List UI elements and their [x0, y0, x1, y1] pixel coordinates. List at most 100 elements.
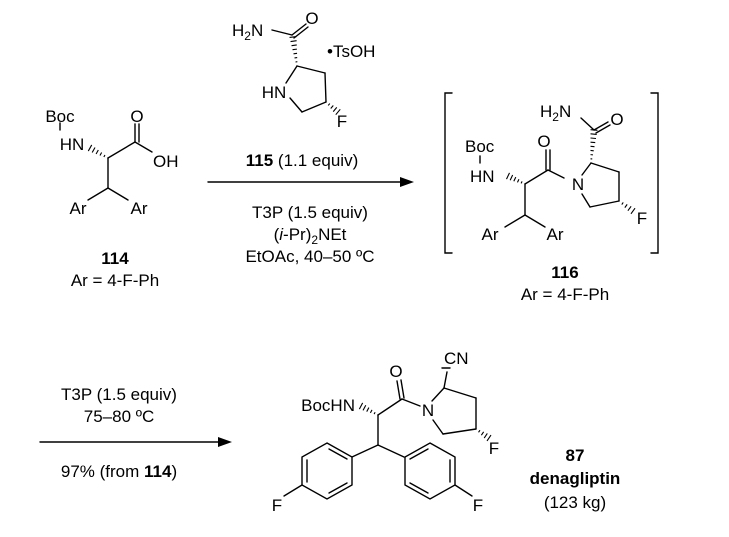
hashed-wedge-bond: [87, 144, 106, 158]
atom-label: F: [272, 496, 282, 515]
atom-label: Ar: [131, 199, 148, 218]
hash-stroke: [506, 172, 510, 180]
bond: [324, 72, 327, 103]
bond: [524, 214, 546, 228]
atom-label: CN: [444, 349, 469, 368]
bond: [87, 187, 109, 201]
hash-stroke: [358, 402, 364, 410]
hashed-wedge-bond: [358, 402, 376, 415]
atom-label: HN: [60, 135, 85, 154]
bond: [291, 23, 307, 36]
reagent-label: 115 (1.1 equiv): [246, 151, 358, 170]
condition-line: T3P (1.5 equiv): [61, 385, 177, 404]
hash-stroke: [478, 429, 481, 433]
bond: [581, 162, 592, 176]
atom-label: H2N: [232, 21, 263, 43]
product-87-denagliptin: BocHN O N CN F F F 87 denagl: [272, 349, 621, 515]
bond: [377, 398, 403, 416]
bond: [589, 200, 620, 208]
compound-number: 114: [101, 249, 129, 268]
hash-stroke: [327, 103, 331, 106]
hash-stroke: [95, 149, 99, 155]
hash-stroke: [624, 204, 628, 208]
hashed-wedge-bond: [590, 129, 598, 160]
atom-label: H2N: [540, 102, 571, 124]
hash-stroke: [621, 202, 624, 205]
bond: [401, 398, 421, 407]
bond: [107, 141, 136, 159]
atom-label: Boc: [45, 107, 75, 126]
hashed-wedge-bond: [327, 103, 341, 116]
compound-number: 116: [551, 263, 578, 282]
hash-stroke: [520, 181, 523, 184]
fluorophenyl-ring-left: [301, 442, 353, 500]
hash-stroke: [91, 147, 96, 153]
hash-stroke: [99, 152, 103, 156]
bond: [504, 214, 526, 228]
hash-stroke: [332, 107, 338, 112]
yield-label: 97% (from 114): [61, 462, 177, 481]
atom-label: O: [305, 9, 318, 28]
right-bracket: [650, 92, 659, 254]
bond: [283, 484, 303, 497]
bond: [443, 371, 448, 389]
atom-label: F: [337, 112, 347, 131]
arrow-head-icon: [218, 437, 232, 447]
bond: [271, 29, 293, 36]
hash-stroke: [627, 205, 632, 212]
reagent-115: H2N O HN F •TsOH: [232, 9, 375, 131]
atom-label: Ar: [547, 225, 564, 244]
ar-definition: Ar = 4-F-Ph: [521, 285, 609, 304]
hash-stroke: [513, 176, 517, 182]
atom-label: O: [389, 362, 402, 381]
bond: [442, 428, 477, 435]
atom-label: N: [422, 401, 434, 420]
atom-label: O: [537, 132, 550, 151]
hash-stroke: [483, 433, 488, 439]
bond: [431, 387, 445, 402]
intermediate-116: Boc HN O N F H2N O Ar Ar 116 Ar = 4-F-Ph: [444, 92, 659, 304]
bond: [590, 162, 620, 173]
bond: [107, 187, 129, 201]
bond: [593, 121, 609, 131]
atom-label: HN: [262, 83, 287, 102]
atom-label: HN: [470, 167, 495, 186]
hashed-wedge-bond: [289, 35, 298, 63]
arrow-head-icon: [400, 177, 414, 187]
hash-stroke: [486, 434, 492, 442]
atom-label: O: [610, 110, 623, 129]
bond: [377, 444, 405, 458]
reaction-step-2: T3P (1.5 equiv) 75–80 ºC 97% (from 114): [39, 385, 232, 481]
hashed-wedge-bond: [621, 202, 636, 215]
bond: [134, 141, 153, 153]
hash-stroke: [87, 144, 93, 152]
bond: [580, 117, 595, 131]
hash-stroke: [590, 133, 597, 135]
bond: [400, 379, 405, 399]
hash-stroke: [516, 179, 520, 183]
atom-label: F: [489, 439, 499, 458]
bond: [581, 193, 591, 208]
hash-stroke: [289, 35, 297, 39]
hash-stroke: [373, 411, 376, 415]
compound-number: 87: [566, 446, 585, 465]
atom-label: Ar: [482, 225, 499, 244]
bond: [328, 482, 348, 494]
atom-label: N: [572, 175, 584, 194]
hash-stroke: [362, 404, 367, 411]
fluorophenyl-ring-right: [404, 442, 456, 500]
hash-stroke: [291, 44, 297, 47]
hash-stroke: [292, 48, 297, 51]
condition-line: (i-Pr)2NEt: [274, 225, 347, 247]
bond: [409, 482, 429, 494]
bond: [351, 444, 379, 458]
compound-114: Boc HN O OH Ar Ar 114 Ar = 4-F-Ph: [45, 107, 178, 290]
bond: [547, 169, 565, 179]
bond: [285, 65, 298, 84]
atom-label: Ar: [70, 199, 87, 218]
atom-label: Boc: [465, 137, 495, 156]
atom-label: F: [637, 209, 647, 228]
bond: [301, 101, 327, 113]
bond: [289, 97, 303, 113]
